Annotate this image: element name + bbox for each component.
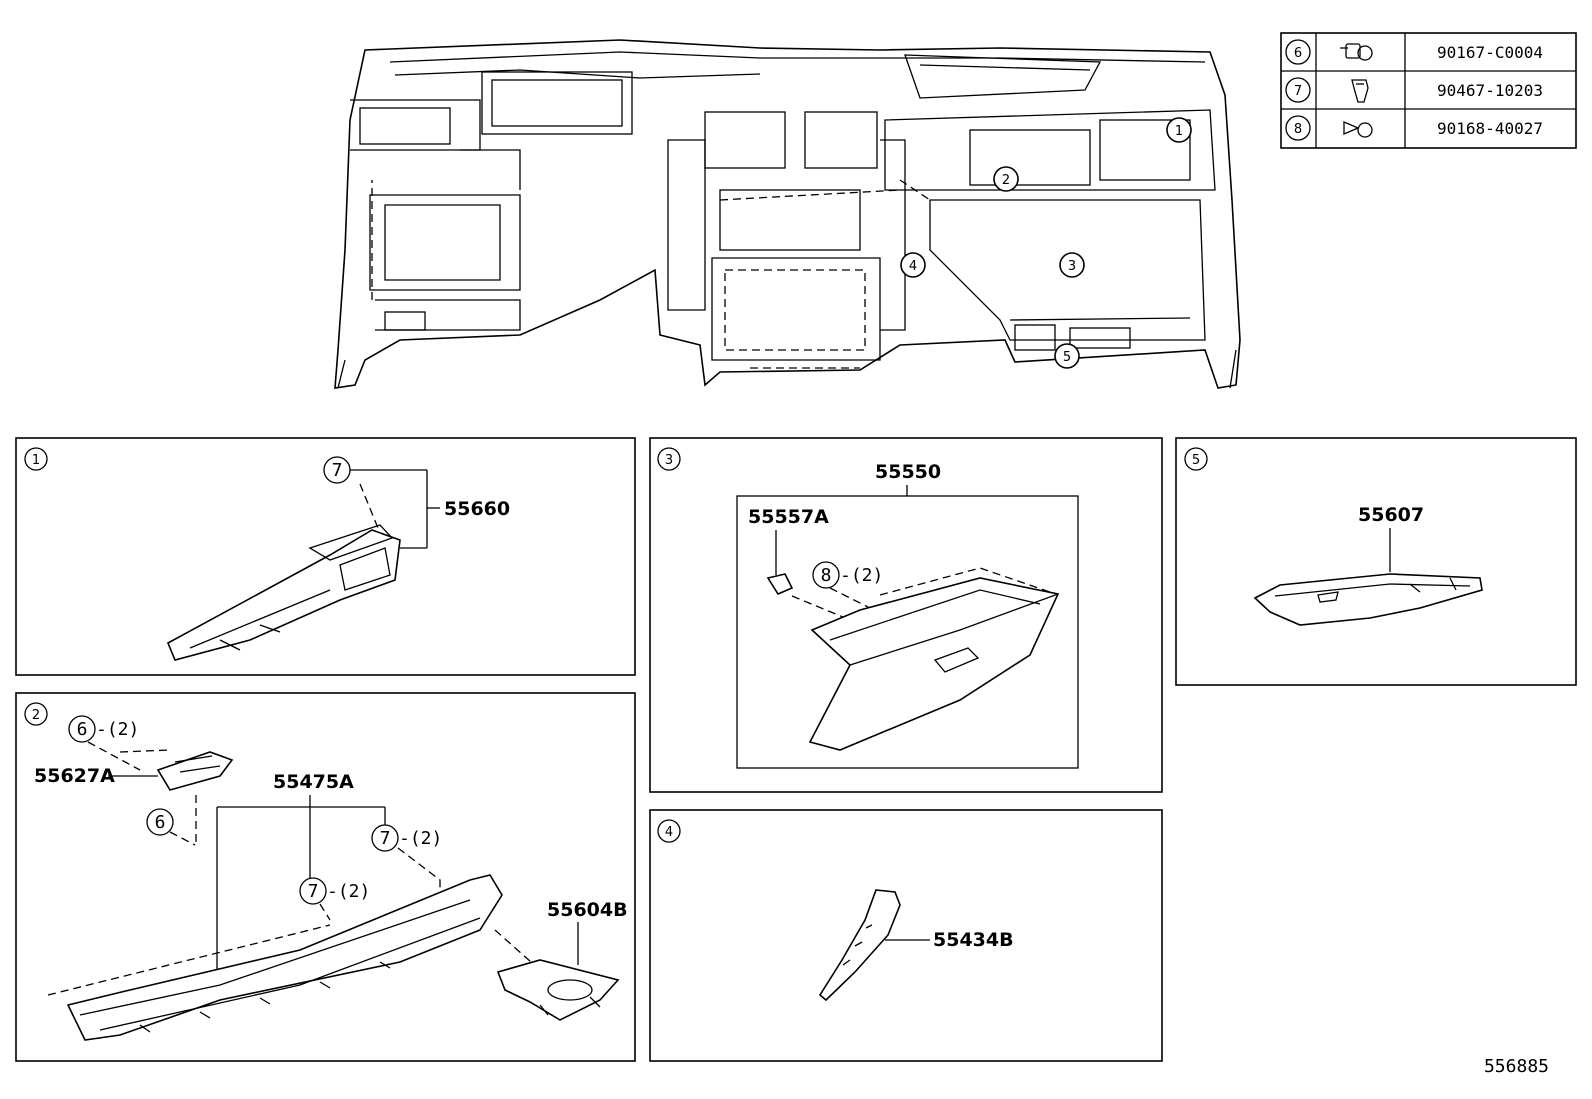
ref-number: 7 bbox=[380, 828, 391, 849]
panel-index: 4 bbox=[665, 825, 673, 840]
panel-index: 2 bbox=[32, 708, 40, 723]
bolt-ref-6-top[interactable]: 6 -(2) bbox=[68, 715, 139, 743]
part-illustration-55557A bbox=[766, 573, 794, 596]
table-part-no: 90167-C0004 bbox=[1437, 43, 1543, 62]
ref-qty: -(2) bbox=[327, 881, 370, 902]
panel-index: 5 bbox=[1192, 453, 1200, 468]
callout-number: 2 bbox=[1002, 173, 1010, 188]
fastener-table: 6 90167-C0004 7 90467-10203 8 bbox=[1280, 32, 1577, 149]
part-number-55607[interactable]: 55607 bbox=[1358, 504, 1424, 526]
detail-panel-4: 4 55434B bbox=[649, 809, 1163, 1062]
ref-number: 8 bbox=[821, 565, 832, 586]
detail-panel-2: 2 6 -(2) 55627A 6 55475A 7 bbox=[15, 692, 636, 1062]
ref-number: 6 bbox=[77, 719, 88, 740]
detail-panel-1: 1 7 55660 bbox=[15, 437, 636, 676]
panel-index: 3 bbox=[665, 453, 673, 468]
part-illustration-55550 bbox=[808, 577, 1060, 751]
part-number-55550[interactable]: 55550 bbox=[875, 461, 941, 483]
table-part-no: 90467-10203 bbox=[1437, 81, 1543, 100]
detail-panel-3: 3 55550 55557A 8 -(2) bbox=[649, 437, 1163, 793]
part-illustration-55660 bbox=[166, 524, 401, 661]
callout-number: 1 bbox=[1175, 124, 1183, 139]
dashboard-overview: 1 2 3 4 5 bbox=[334, 39, 1241, 389]
callout-5[interactable]: 5 bbox=[1054, 343, 1080, 369]
callout-number: 3 bbox=[1068, 259, 1076, 274]
callout-4[interactable]: 4 bbox=[900, 252, 926, 278]
callout-number: 5 bbox=[1063, 350, 1071, 365]
ref-number: 6 bbox=[155, 812, 166, 833]
table-row[interactable]: 7 90467-10203 bbox=[1285, 77, 1543, 103]
ref-number: 7 bbox=[332, 460, 343, 481]
table-row[interactable]: 8 90168-40027 bbox=[1285, 115, 1543, 141]
callout-number: 4 bbox=[909, 259, 917, 274]
clip-ref-7[interactable]: 7 bbox=[323, 456, 351, 484]
clip-icon bbox=[1351, 79, 1369, 103]
bolt-icon bbox=[1340, 43, 1373, 61]
part-illustration-55434B bbox=[818, 889, 901, 1002]
part-number-55557A[interactable]: 55557A bbox=[748, 506, 829, 528]
callout-1[interactable]: 1 bbox=[1166, 117, 1192, 143]
part-number-55475A[interactable]: 55475A bbox=[273, 771, 354, 793]
part-illustration-55475A bbox=[66, 874, 503, 1041]
part-illustration-55604B bbox=[496, 959, 620, 1021]
table-ref: 8 bbox=[1294, 122, 1302, 137]
part-number-55660[interactable]: 55660 bbox=[444, 498, 510, 520]
table-row[interactable]: 6 90167-C0004 bbox=[1285, 39, 1543, 65]
part-illustration-55627A bbox=[156, 751, 234, 791]
clip-ref-7-right[interactable]: 7 -(2) bbox=[371, 824, 442, 852]
panel-index: 1 bbox=[32, 453, 40, 468]
part-number-55627A[interactable]: 55627A bbox=[34, 765, 115, 787]
part-illustration-55607 bbox=[1253, 573, 1483, 626]
bolt-ref-6-bottom[interactable]: 6 bbox=[146, 808, 174, 836]
part-number-55434B[interactable]: 55434B bbox=[933, 929, 1014, 951]
callout-2[interactable]: 2 bbox=[993, 166, 1019, 192]
table-ref: 6 bbox=[1294, 46, 1302, 61]
ref-qty: -(2) bbox=[96, 719, 139, 740]
detail-panel-5: 5 55607 bbox=[1175, 437, 1577, 686]
part-number-55604B[interactable]: 55604B bbox=[547, 899, 628, 921]
table-part-no: 90168-40027 bbox=[1437, 119, 1543, 138]
ref-number: 7 bbox=[308, 881, 319, 902]
ref-qty: -(2) bbox=[399, 828, 442, 849]
clip-ref-7-mid[interactable]: 7 -(2) bbox=[299, 877, 370, 905]
assembly-box-55550 bbox=[736, 495, 1079, 769]
illustration-id: 556885 bbox=[1484, 1056, 1549, 1077]
ref-qty: -(2) bbox=[840, 565, 883, 586]
screw-ref-8[interactable]: 8 -(2) bbox=[812, 561, 883, 589]
table-ref: 7 bbox=[1294, 84, 1302, 99]
screw-icon bbox=[1343, 121, 1373, 138]
callout-3[interactable]: 3 bbox=[1059, 252, 1085, 278]
